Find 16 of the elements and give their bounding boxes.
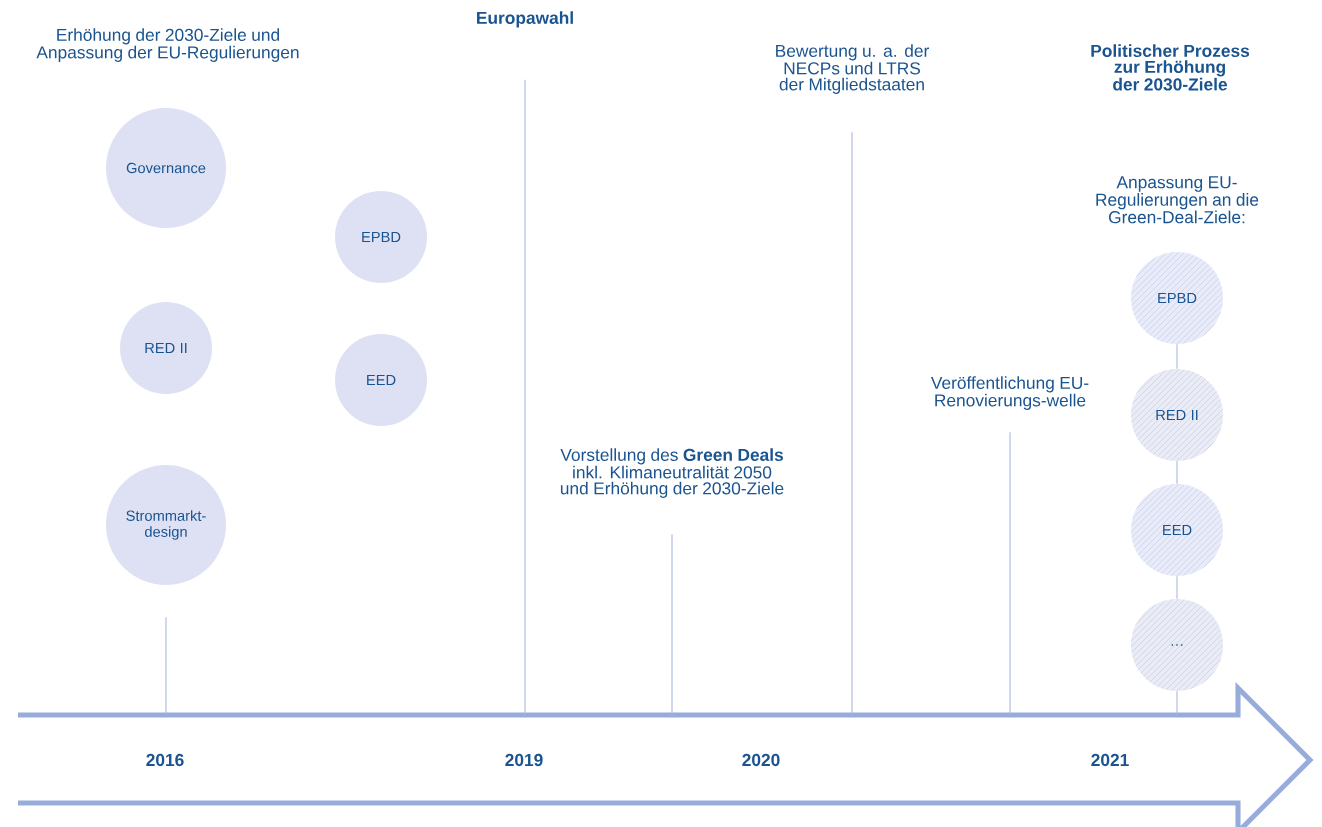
- connector-line: [1009, 431, 1011, 716]
- connector-line: [165, 616, 167, 716]
- connector-line: [851, 131, 853, 716]
- heading-text: Anpassung EU-Regulierungen an die Green-Deal-Ziele:: [1096, 176, 1259, 224]
- connector-line: [671, 533, 673, 716]
- connector-line: [1176, 575, 1178, 600]
- event-text: Veröffentlichung EU-Renovierungs-welle: [930, 376, 1089, 410]
- heading-text: Politischer Prozess zur Erhöhung der 2030-Ziele: [1091, 44, 1250, 91]
- event-text: Vorstellung des Green Deals inkl. Klimaneutralität 2050 und Erhöhung der 2030-Ziele: [560, 448, 784, 498]
- connector-line: [1176, 460, 1178, 485]
- event-text: Bewertung u. a. der NECPs und LTRS der Mitgliedstaaten: [776, 44, 929, 94]
- connector-line: [1176, 343, 1178, 370]
- connector-line: [524, 79, 526, 716]
- event-text: Europawahl: [477, 11, 573, 28]
- heading-text: Erhöhung der 2030-Ziele und Anpassung der EU-Regulierungen: [36, 28, 299, 62]
- connector-line: [1176, 690, 1178, 716]
